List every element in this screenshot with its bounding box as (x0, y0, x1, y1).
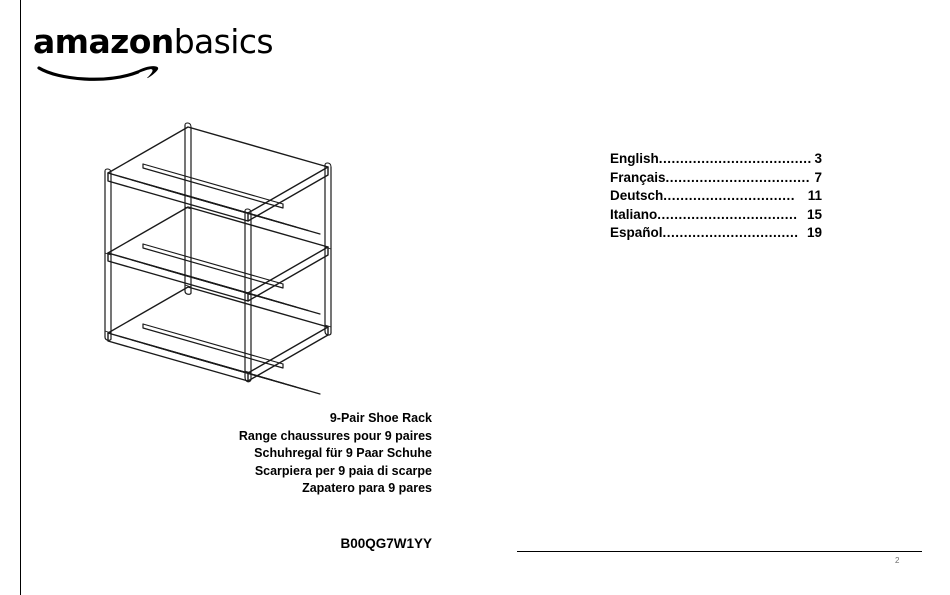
logo-basics-word: basics (173, 22, 274, 61)
toc-language-label: Français (610, 169, 666, 185)
product-title-espanol: Zapatero para 9 pares (302, 481, 432, 495)
gutter-rule (20, 0, 21, 595)
toc-entry-english[interactable]: English.................................… (610, 150, 822, 169)
toc-entry-francais[interactable]: Français................................… (610, 169, 822, 188)
product-title-block: 9-Pair Shoe Rack Range chaussures pour 9… (130, 410, 432, 498)
toc-language-label: Italiano (610, 206, 658, 222)
toc-entry-deutsch[interactable]: Deutsch............................... 11 (610, 187, 822, 206)
footer-divider (517, 551, 922, 552)
product-title-english: 9-Pair Shoe Rack (329, 411, 432, 425)
model-number: B00QG7W1YY (340, 536, 432, 551)
toc-language-label: English (610, 151, 659, 166)
toc-language-label: Español (610, 225, 663, 240)
product-title-francais: Range chaussures pour 9 paires (238, 428, 432, 443)
product-title-deutsch: Schuhregal für 9 Paar Schuhe (254, 446, 432, 460)
toc-entry-espanol[interactable]: Español................................ 1… (610, 224, 822, 243)
toc-dot-leader: ................................ (662, 225, 799, 240)
logo-amazon-word: amazon (33, 22, 174, 61)
table-of-contents: English.................................… (610, 150, 822, 243)
toc-dot-leader: ................................. (657, 206, 798, 222)
toc-page-number: 19 (806, 225, 822, 240)
logo-text: amazonbasics (33, 25, 283, 58)
toc-page-number: 11 (807, 188, 822, 203)
toc-dot-leader: .................................... (658, 151, 812, 166)
toc-page-number: 15 (806, 206, 822, 222)
toc-dot-leader: .................................. (665, 169, 811, 185)
toc-page-number: 7 (814, 169, 822, 185)
page-number: 2 (895, 556, 900, 565)
amazon-smile-swoosh-icon (37, 66, 159, 81)
toc-entry-italiano[interactable]: Italiano................................… (610, 206, 822, 225)
toc-page-number: 3 (814, 151, 822, 166)
amazon-basics-logo: amazonbasics (33, 25, 283, 85)
product-title-italiano: Scarpiera per 9 paia di scarpe (254, 463, 432, 478)
shoe-rack-line-drawing (104, 122, 332, 395)
toc-dot-leader: ............................... (663, 188, 796, 203)
toc-language-label: Deutsch (610, 188, 664, 203)
